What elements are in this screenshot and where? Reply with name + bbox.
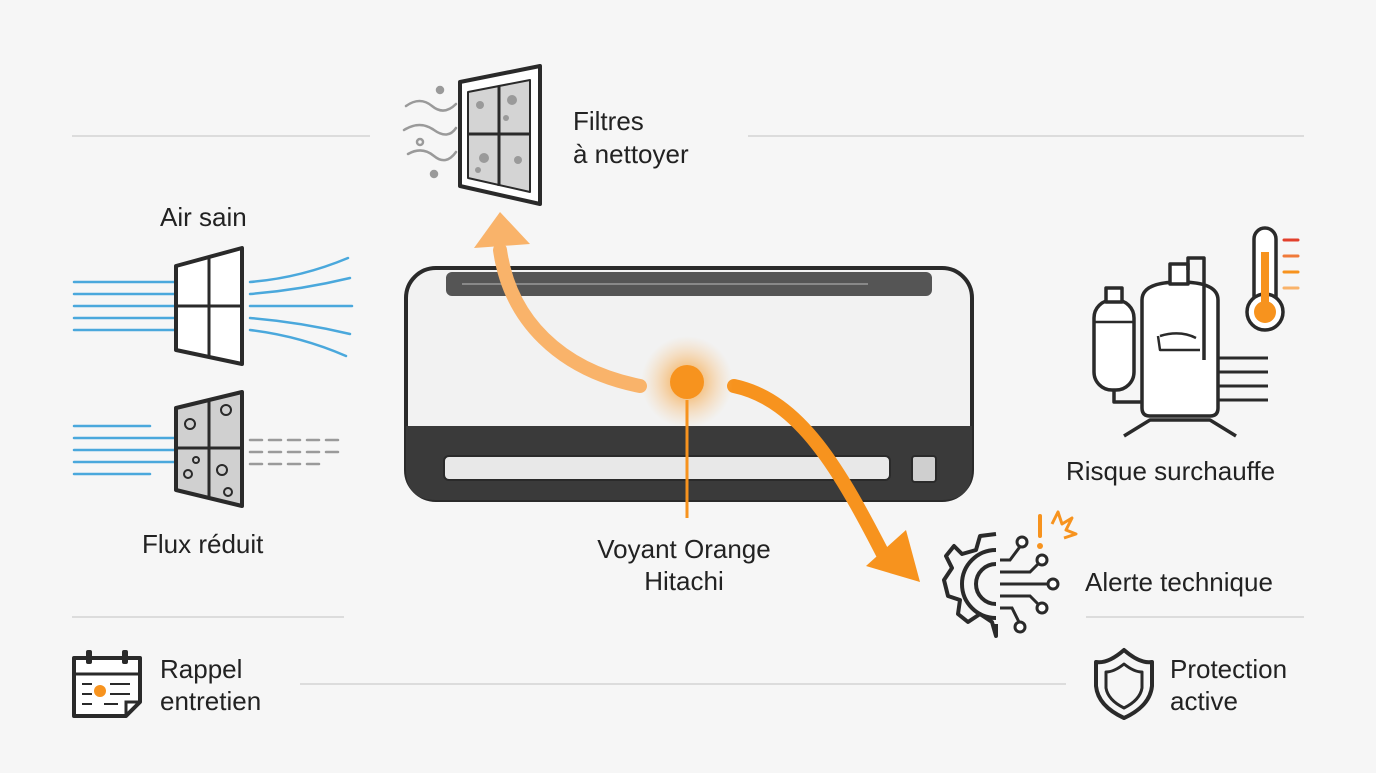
- label-filters-line1: Filtres: [573, 106, 644, 136]
- label-rappel-line2: entretien: [160, 686, 262, 716]
- compressor-icon: [1092, 256, 1268, 438]
- label-voyant-line1: Voyant Orange: [597, 534, 771, 564]
- label-alerte-technique: Alerte technique: [1085, 567, 1273, 597]
- orange-indicator-light: [641, 336, 733, 518]
- shield-icon: [1094, 648, 1154, 720]
- label-filters-line2: à nettoyer: [573, 139, 689, 169]
- calendar-icon: [72, 650, 142, 718]
- label-voyant-line2: Hitachi: [644, 566, 724, 596]
- label-rappel-line1: Rappel: [160, 654, 243, 684]
- dirty-filter-icon: [402, 64, 542, 206]
- label-flux-reduit: Flux réduit: [142, 529, 264, 559]
- clean-filter-icon: [72, 246, 354, 366]
- separator-lines: [72, 135, 1304, 685]
- arrow-to-alert: [727, 379, 920, 582]
- arrow-to-filter: [474, 212, 647, 393]
- alert-burst-icon: [1037, 510, 1078, 549]
- label-air-sain: Air sain: [160, 202, 247, 232]
- clogged-filter-icon: [72, 390, 346, 508]
- thermometer-icon: [1245, 226, 1300, 332]
- label-risque-surchauffe: Risque surchauffe: [1066, 456, 1276, 486]
- label-protection-line1: Protection: [1170, 654, 1288, 684]
- label-protection-line2: active: [1170, 686, 1238, 716]
- gear-circuit-icon: [942, 510, 1078, 638]
